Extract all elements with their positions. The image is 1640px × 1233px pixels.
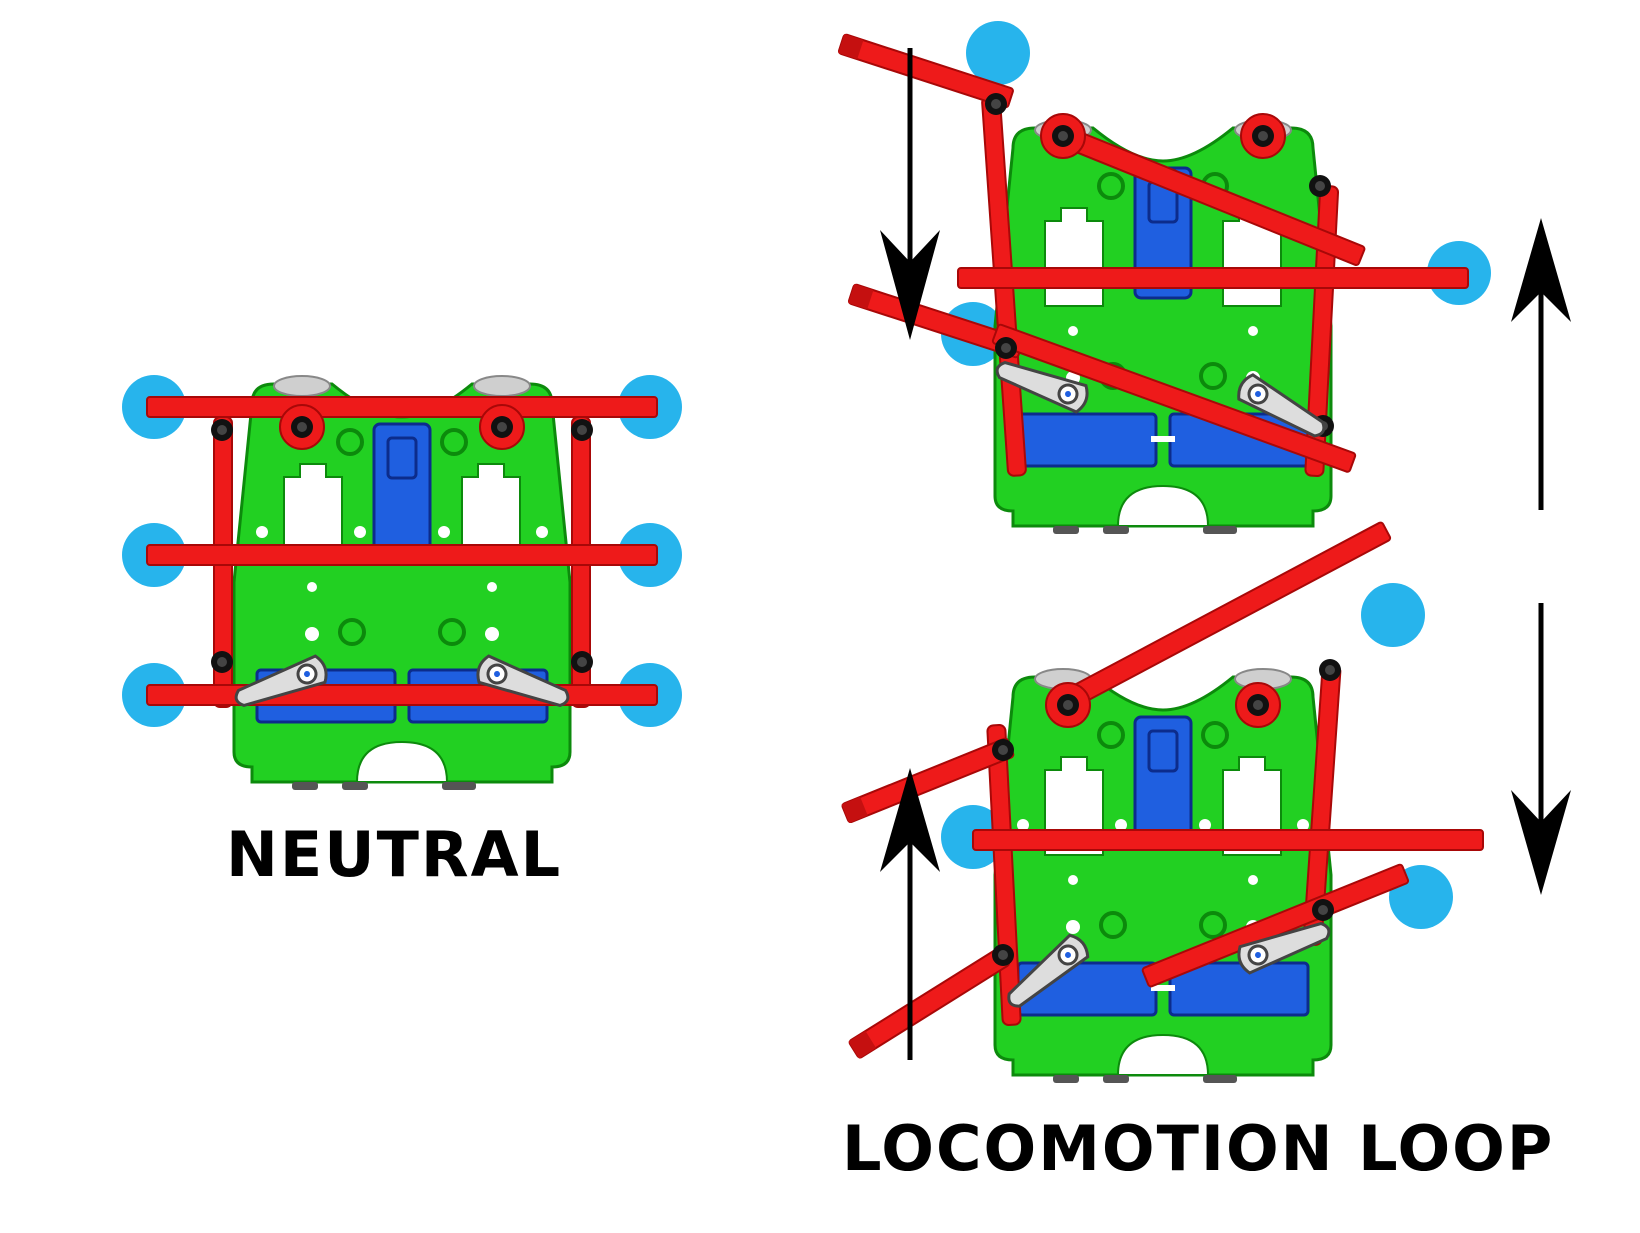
foot-right-front: [1361, 583, 1425, 647]
arrow-step2-right-down: [1511, 603, 1571, 895]
foot-left-front: [966, 21, 1030, 85]
caption-neutral: NEUTRAL: [226, 818, 563, 891]
leg-bar-middle: [972, 829, 1484, 851]
leg-bar-front: [146, 396, 658, 418]
leg-bar-middle: [957, 267, 1469, 289]
arrow-step2-left-up: [880, 768, 940, 1060]
leg-bar-back: [146, 684, 658, 706]
arrow-step1-right-up: [1511, 218, 1571, 510]
robot-neutral: [122, 374, 682, 792]
caption-locomotion-loop: LOCOMOTION LOOP: [842, 1112, 1555, 1185]
robot-loop-step-2: [840, 521, 1484, 1085]
chassis: [993, 667, 1333, 1085]
robot-loop-step-1: [837, 21, 1491, 536]
leg-bar-middle: [146, 544, 658, 566]
arrow-step1-left-down: [880, 48, 940, 340]
